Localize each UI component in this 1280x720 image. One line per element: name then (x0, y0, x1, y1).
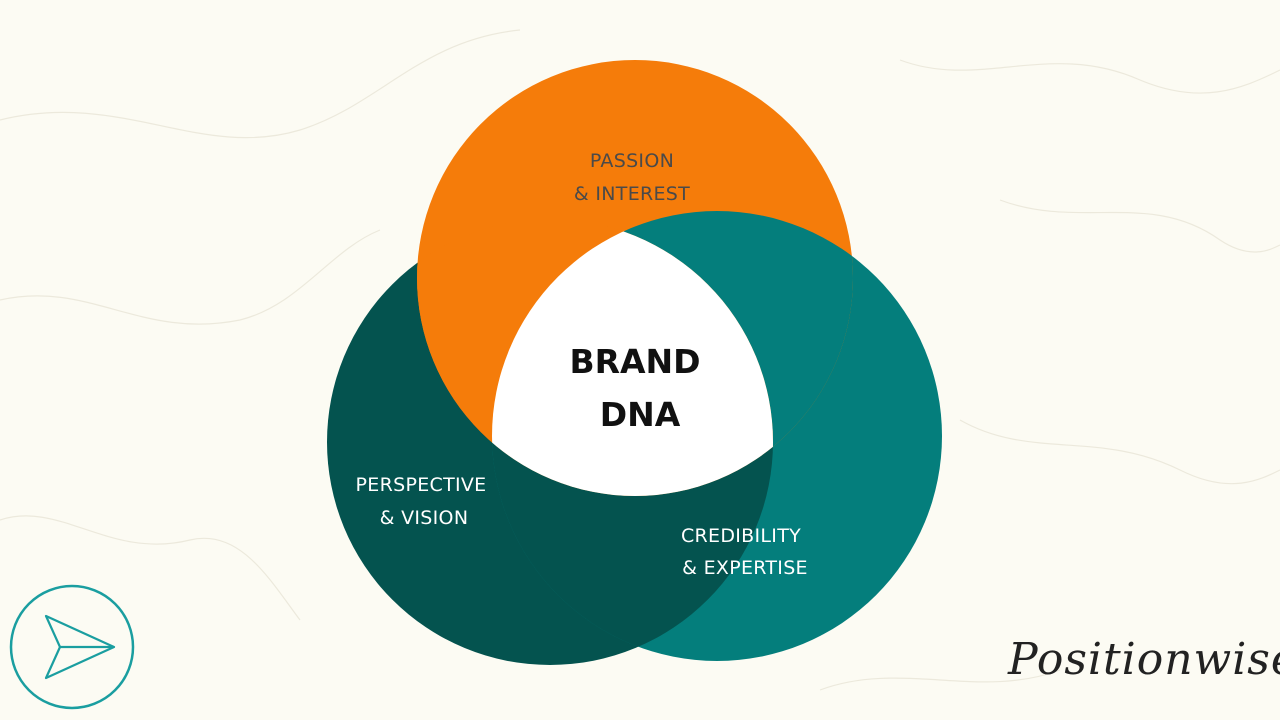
perspective-label-line2: & VISION (380, 507, 469, 529)
positionwise-wordmark: Positionwise (1007, 634, 1280, 685)
paper-plane-icon (44, 614, 116, 680)
center-label-line2: DNA (600, 395, 681, 434)
credibility-label-line2: & EXPERTISE (682, 557, 808, 579)
credibility-label-line1: CREDIBILITY (681, 525, 801, 547)
perspective-label-line1: PERSPECTIVE (356, 474, 487, 496)
passion-label-line1: PASSION (590, 150, 674, 172)
logo-badge (9, 584, 135, 710)
brand-dna-center (492, 219, 773, 496)
center-label-line1: BRAND (569, 342, 700, 381)
background-contours (0, 29, 1280, 691)
passion-label-line2: & INTEREST (574, 183, 690, 205)
logo-ring (9, 584, 135, 710)
